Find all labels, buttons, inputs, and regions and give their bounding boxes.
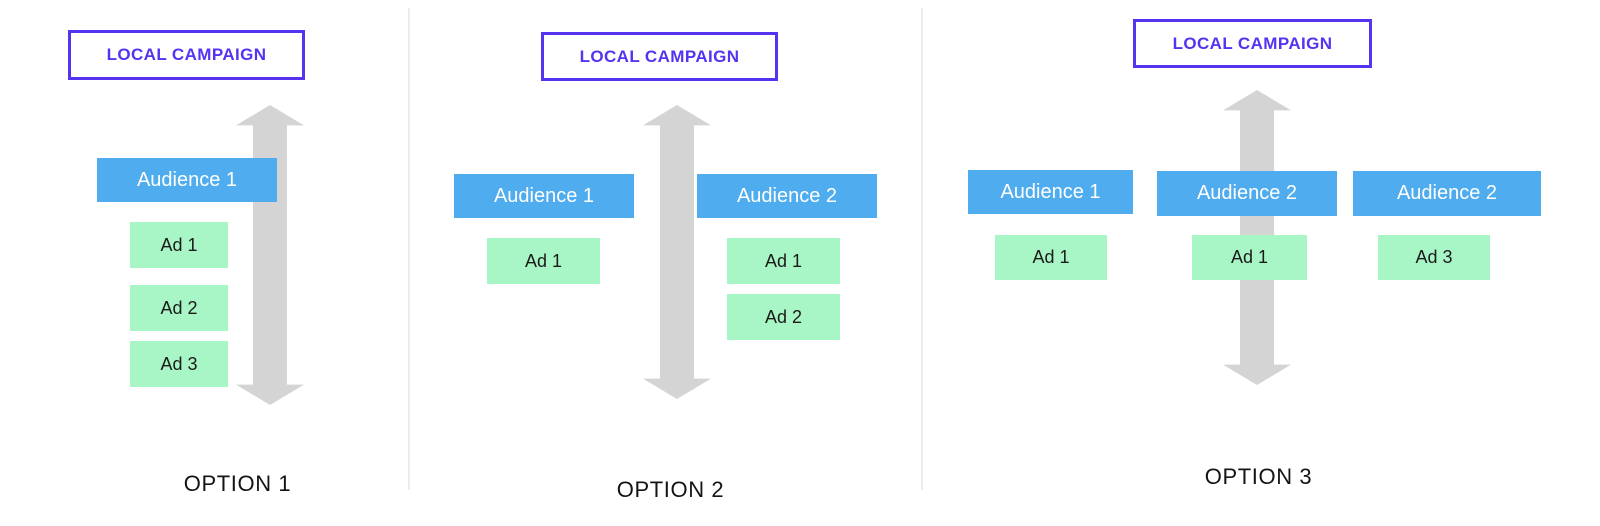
- audience-box[interactable]: Audience 2: [1157, 171, 1337, 216]
- ad-label: Ad 3: [160, 353, 198, 374]
- ad-label: Ad 1: [160, 234, 198, 255]
- campaign-label: LOCAL CAMPAIGN: [579, 46, 740, 66]
- audience-label: Audience 1: [1000, 180, 1101, 203]
- ad-box[interactable]: Ad 2: [727, 294, 840, 340]
- ad-label: Ad 1: [1032, 247, 1070, 267]
- campaign-box-option-2[interactable]: LOCAL CAMPAIGN: [541, 32, 778, 81]
- panel-divider-1: [408, 8, 410, 490]
- campaign-box-option-3[interactable]: LOCAL CAMPAIGN: [1133, 19, 1372, 68]
- audience-label: Audience 2: [1396, 182, 1498, 204]
- campaign-label: LOCAL CAMPAIGN: [106, 45, 267, 64]
- ad-box[interactable]: Ad 1: [1192, 235, 1307, 280]
- double-headed-arrow-icon: [236, 105, 304, 405]
- audience-box[interactable]: Audience 1: [97, 158, 277, 202]
- audience-box[interactable]: Audience 2: [697, 174, 877, 218]
- campaign-label: LOCAL CAMPAIGN: [1172, 33, 1333, 53]
- option-caption-option-2: OPTION 2: [616, 477, 725, 502]
- ad-box[interactable]: Ad 1: [727, 238, 840, 284]
- ad-label: Ad 1: [764, 250, 803, 271]
- ad-label: Ad 2: [160, 297, 198, 318]
- audience-label: Audience 2: [736, 184, 838, 207]
- audience-label: Audience 1: [493, 184, 595, 207]
- ad-label: Ad 3: [1415, 247, 1453, 267]
- audience-box[interactable]: Audience 2: [1353, 171, 1541, 216]
- option-caption-option-3: OPTION 3: [1204, 464, 1313, 489]
- ad-box[interactable]: Ad 2: [130, 285, 228, 331]
- ad-label: Ad 2: [764, 306, 803, 327]
- audience-box[interactable]: Audience 1: [968, 170, 1133, 214]
- panel-divider-2: [921, 8, 923, 490]
- ad-box[interactable]: Ad 1: [995, 235, 1107, 280]
- double-headed-arrow-icon: [643, 105, 711, 399]
- campaign-box-option-1[interactable]: LOCAL CAMPAIGN: [68, 30, 305, 80]
- option-caption-option-1: OPTION 1: [183, 471, 292, 496]
- ad-box[interactable]: Ad 1: [130, 222, 228, 268]
- audience-label: Audience 1: [136, 168, 238, 191]
- ad-label: Ad 1: [1230, 247, 1269, 267]
- ad-label: Ad 1: [524, 250, 563, 271]
- audience-box[interactable]: Audience 1: [454, 174, 634, 218]
- ad-box[interactable]: Ad 1: [487, 238, 600, 284]
- ad-box[interactable]: Ad 3: [1378, 235, 1490, 280]
- ad-box[interactable]: Ad 3: [130, 341, 228, 387]
- audience-label: Audience 2: [1196, 182, 1298, 204]
